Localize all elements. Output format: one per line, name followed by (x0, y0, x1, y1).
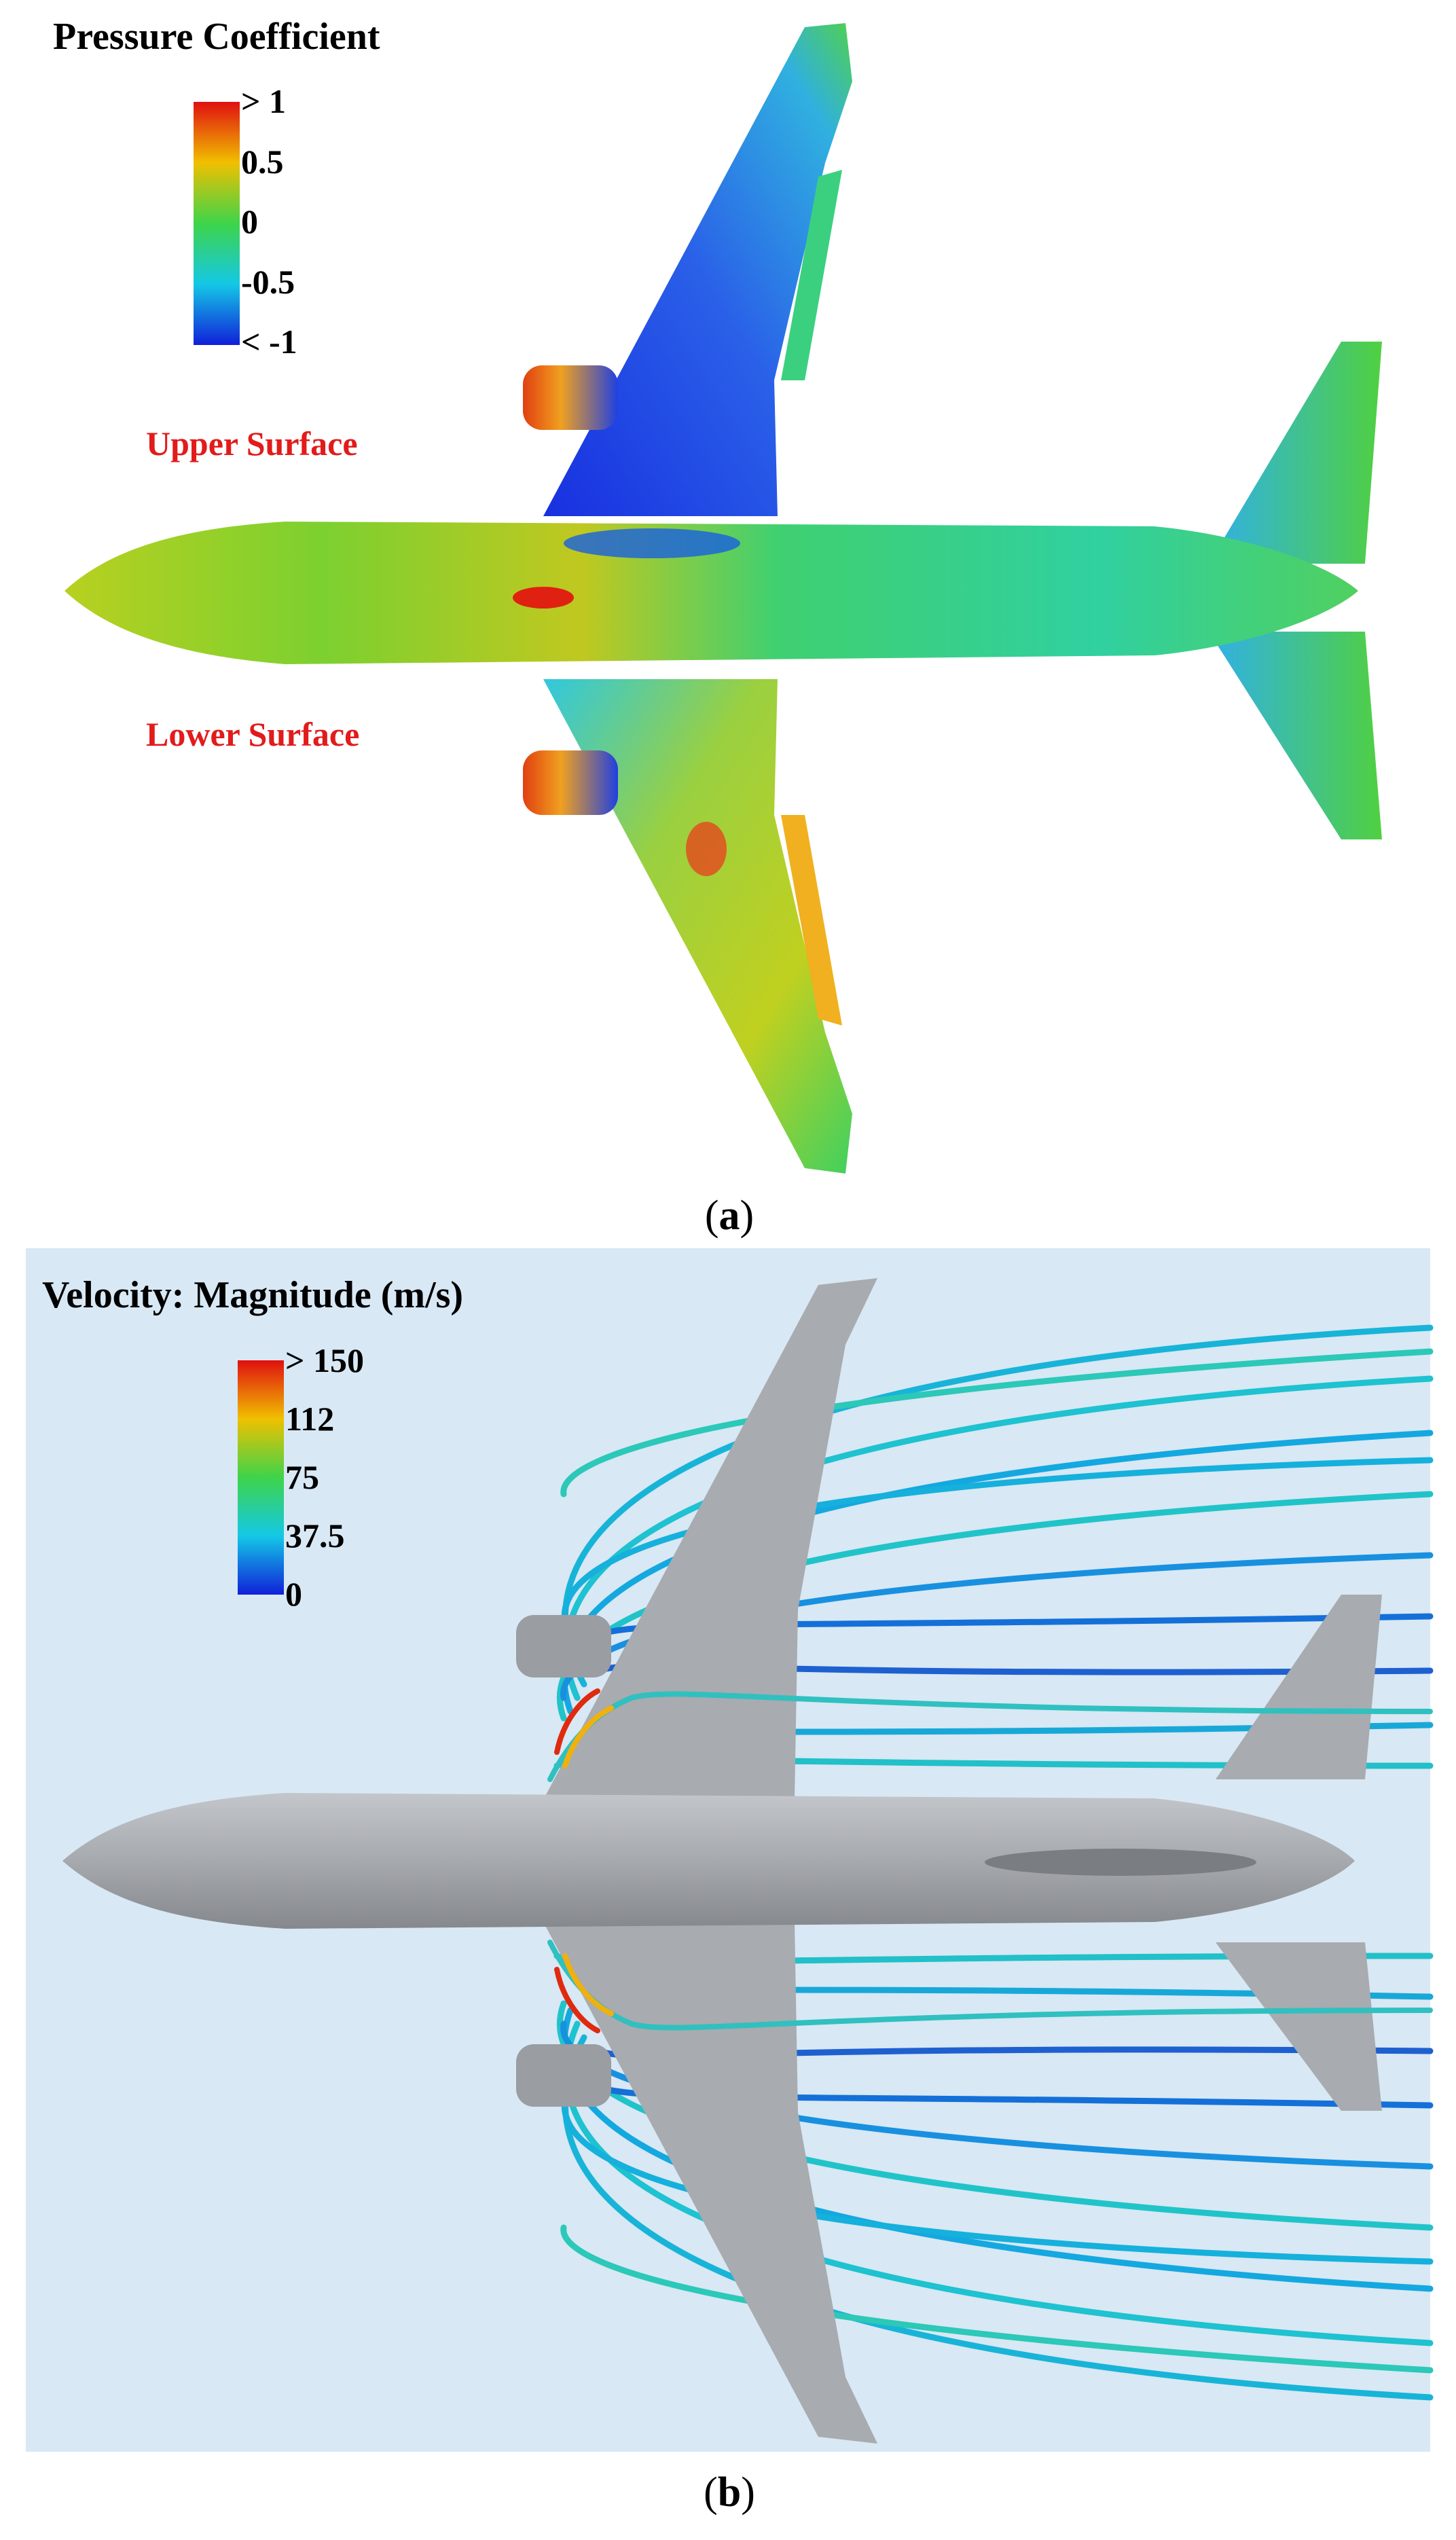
upper-tail (1209, 342, 1382, 564)
panel-a-caption: (a) (705, 1193, 754, 1239)
velocity-colorbar (238, 1360, 284, 1595)
aircraft-model (62, 1278, 1382, 2444)
cp-tick-max: > 1 (241, 82, 286, 120)
upper-wing (543, 23, 852, 516)
streamline-high-speed (554, 1967, 600, 2033)
panel-a-title: Pressure Coefficient (53, 16, 380, 58)
streamline-high-speed (554, 1688, 600, 1755)
lower-engine (523, 750, 618, 815)
lower-wing-grey (543, 1922, 877, 2444)
stagnation-hotspot (513, 587, 574, 609)
lower-tail-grey (1216, 1942, 1382, 2111)
wing-fairing (985, 1849, 1256, 1876)
velocity-colorbar-ticks: > 150 112 75 37.5 0 (285, 1341, 364, 1613)
panel-b-title: Velocity: Magnitude (m/s) (42, 1274, 463, 1316)
vel-tick-min: 0 (285, 1575, 302, 1613)
lower-surface-label: Lower Surface (146, 715, 359, 753)
cp-tick-min: < -1 (241, 323, 297, 361)
streamline-high-speed (562, 1953, 614, 2016)
streamlines-near-wing (547, 1688, 1433, 2033)
streamline-high-speed (562, 1705, 614, 1768)
lower-tail (1209, 632, 1382, 839)
panel-b: Velocity: Magnitude (m/s) > 150 112 75 3… (26, 1248, 1434, 2516)
pressure-colorbar (194, 102, 240, 345)
fuselage (65, 522, 1358, 664)
vel-tick-37-5: 37.5 (285, 1517, 345, 1555)
lower-engine-grey (516, 2044, 611, 2107)
upper-engine (523, 365, 618, 430)
lower-wing-hotspot (686, 822, 727, 876)
upper-surface-label: Upper Surface (146, 424, 358, 462)
upper-tail-grey (1216, 1595, 1382, 1779)
cp-tick-zero: 0 (241, 202, 258, 240)
streamline (560, 2224, 1434, 2374)
pressure-colorbar-ticks: > 1 0.5 0 -0.5 < -1 (241, 82, 297, 361)
upper-wing-grey (543, 1278, 877, 1800)
cp-tick-half: 0.5 (241, 143, 284, 181)
vel-tick-112: 112 (285, 1400, 334, 1438)
wing-root-suction (564, 528, 740, 558)
vel-tick-75: 75 (285, 1458, 319, 1496)
upper-engine-grey (516, 1615, 611, 1677)
lower-wing-flap (781, 815, 842, 1026)
panel-a: Pressure Coefficient > 1 0.5 0 -0.5 < -1… (53, 16, 1382, 1239)
fuselage-grey (62, 1793, 1355, 1929)
vel-tick-max: > 150 (285, 1341, 364, 1379)
cp-tick-neg-half: -0.5 (241, 263, 295, 301)
upper-wing-flap (781, 170, 842, 380)
streamline (560, 1348, 1434, 1498)
lower-wing (543, 679, 852, 1174)
panel-b-caption: (b) (704, 2469, 755, 2516)
